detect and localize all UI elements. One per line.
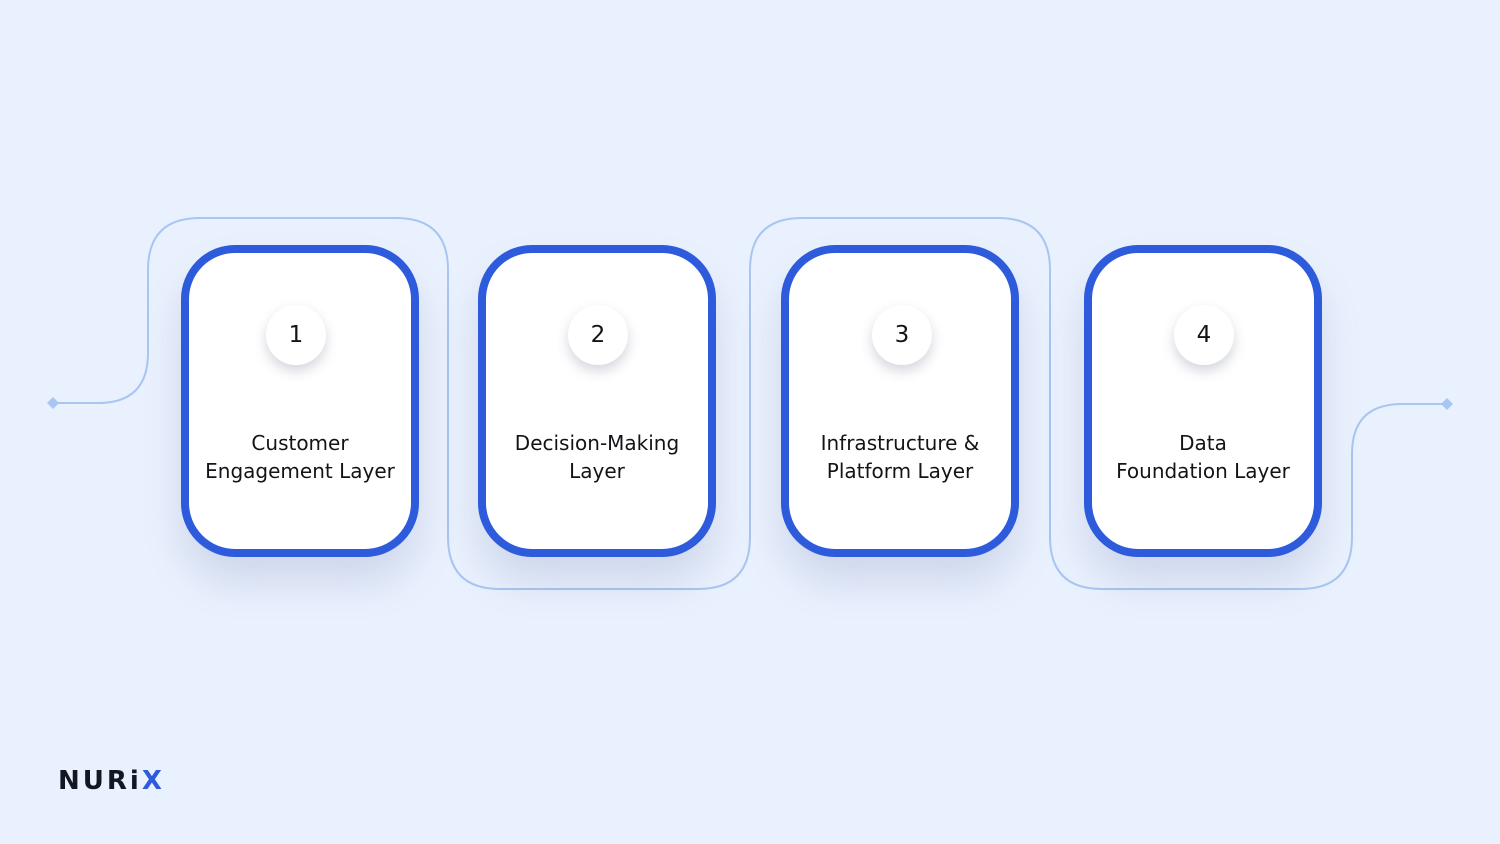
step-card-4: 4 Data Foundation Layer [1084,245,1322,557]
logo-x-mark: X [141,766,165,796]
step-card-2: 2 Decision-Making Layer [478,245,716,557]
nurix-logo: NURiX [58,766,165,796]
step-label-line-2: Platform Layer [826,459,974,483]
step-label-line-1: Customer [251,431,349,455]
step-label: Customer Engagement Layer [189,429,411,485]
step-card-3: 3 Infrastructure & Platform Layer [781,245,1019,557]
start-diamond-icon [47,397,59,409]
step-label-line-1: Data [1179,431,1227,455]
step-label-line-1: Infrastructure & [820,431,980,455]
step-number-badge: 1 [266,305,326,365]
step-label-line-1: Decision-Making [514,431,680,455]
step-label: Decision-Making Layer [486,429,708,485]
step-label: Data Foundation Layer [1092,429,1314,485]
step-number-badge: 4 [1174,305,1234,365]
end-diamond-icon [1441,398,1453,410]
step-number-badge: 3 [872,305,932,365]
step-label: Infrastructure & Platform Layer [789,429,1011,485]
logo-text: NURi [58,766,142,796]
step-number-badge: 2 [568,305,628,365]
step-card-1: 1 Customer Engagement Layer [181,245,419,557]
step-label-line-2: Engagement Layer [205,459,395,483]
step-label-line-2: Layer [569,459,625,483]
step-label-line-2: Foundation Layer [1116,459,1290,483]
